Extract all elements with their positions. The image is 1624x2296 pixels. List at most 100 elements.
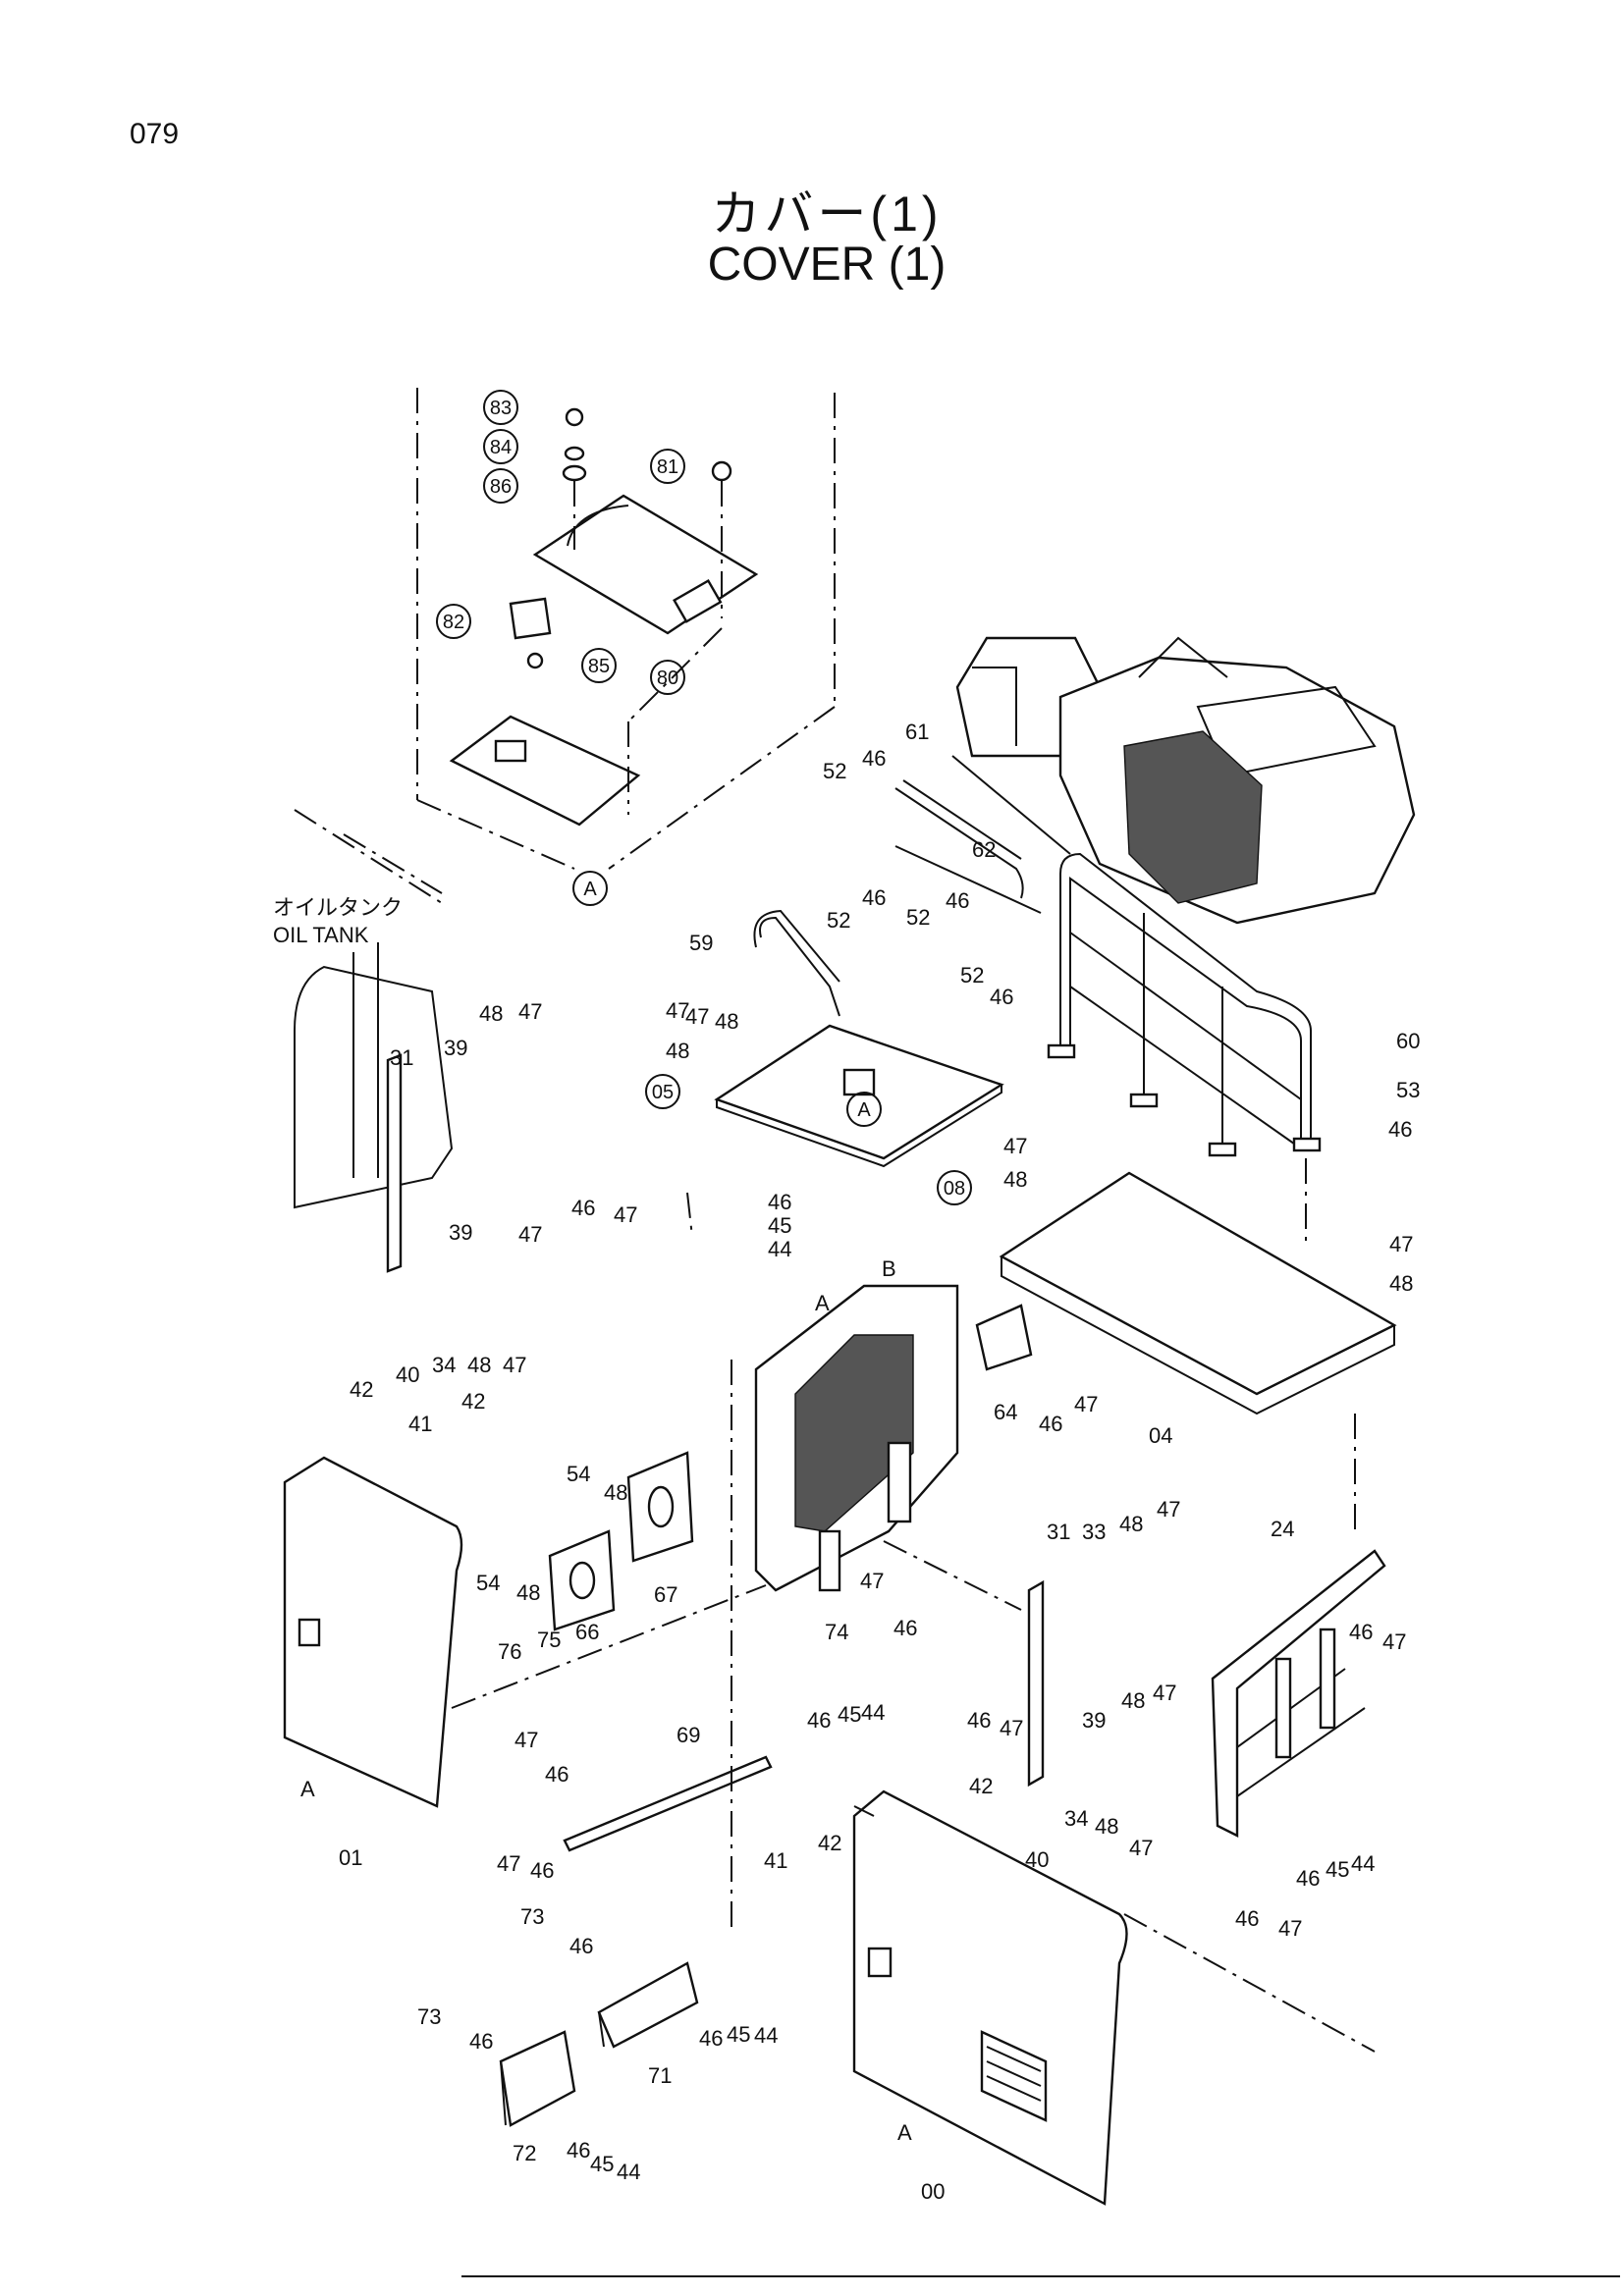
bottom-rule bbox=[461, 2275, 1620, 2277]
part-number-label: 31 bbox=[1047, 1520, 1070, 1544]
part-number-label: 48 bbox=[666, 1039, 689, 1063]
part-number-label: 40 bbox=[396, 1362, 419, 1387]
part-number-label: 47 bbox=[514, 1728, 538, 1752]
part-number-label: A bbox=[300, 1777, 315, 1801]
diagram-artwork bbox=[283, 388, 1416, 2206]
part-number-label: 48 bbox=[1003, 1167, 1027, 1192]
part-number-label: 46 bbox=[768, 1190, 791, 1214]
part-number-label: 41 bbox=[764, 1848, 787, 1873]
part-number-label: 46 bbox=[571, 1196, 595, 1220]
part-number-label: 44 bbox=[754, 2023, 778, 2048]
callout-label: 85 bbox=[588, 656, 610, 677]
part-number-label: 42 bbox=[461, 1389, 485, 1414]
part-number-label: 42 bbox=[969, 1774, 993, 1798]
part-number-label: 46 bbox=[1349, 1620, 1373, 1644]
part-number-label: 33 bbox=[1082, 1520, 1106, 1544]
latch-bracket bbox=[509, 597, 552, 640]
part-number-label: 52 bbox=[960, 963, 984, 988]
part-number-label: 46 bbox=[893, 1616, 917, 1640]
part-number-label: 34 bbox=[1064, 1806, 1088, 1831]
part-number-label: 52 bbox=[823, 759, 846, 783]
part-number-label: 52 bbox=[827, 908, 850, 933]
radiator-grill bbox=[1123, 730, 1263, 904]
block-71 bbox=[597, 1961, 699, 2049]
part-number-label: 48 bbox=[1121, 1688, 1145, 1713]
part-number-label: 54 bbox=[476, 1571, 500, 1595]
part-number-label: 46 bbox=[530, 1858, 554, 1883]
callout-label: 82 bbox=[443, 612, 464, 633]
callout-circle bbox=[650, 449, 685, 484]
part-number-label: 47 bbox=[503, 1353, 526, 1377]
pipe-62 bbox=[894, 845, 1042, 914]
oil-tank bbox=[294, 965, 454, 1209]
part-number-label: 47 bbox=[860, 1569, 884, 1593]
part-number-label: 59 bbox=[689, 931, 713, 955]
part-number-label: 46 bbox=[862, 885, 886, 910]
callout-circle bbox=[483, 429, 518, 464]
oil-tank-label-ja: オイルタンク bbox=[273, 895, 403, 920]
door-00 bbox=[852, 1789, 1128, 2206]
part-number-label: 47 bbox=[1382, 1629, 1406, 1654]
part-number-label: 47 bbox=[1074, 1392, 1098, 1416]
part-number-label: 47 bbox=[666, 998, 689, 1023]
plate-04 bbox=[999, 1171, 1397, 1396]
part-number-label: 73 bbox=[520, 1904, 544, 1929]
part-number-label: 47 bbox=[614, 1202, 637, 1227]
frame-24 bbox=[1211, 1549, 1386, 1838]
callout-circle bbox=[846, 1092, 882, 1127]
title-english: COVER (1) bbox=[707, 239, 947, 291]
part-number-label: 46 bbox=[569, 1934, 593, 1958]
part-number-label: 54 bbox=[567, 1462, 590, 1486]
part-number-label: 46 bbox=[807, 1708, 831, 1733]
part-number-label: 45 bbox=[768, 1213, 791, 1238]
part-number-label: 48 bbox=[467, 1353, 491, 1377]
part-number-label: 42 bbox=[818, 1831, 841, 1855]
hatch-cover bbox=[532, 494, 759, 635]
part-number-label: 48 bbox=[516, 1580, 540, 1605]
callout-circle bbox=[572, 871, 608, 906]
callout-circle bbox=[483, 390, 518, 425]
part-number-label: 74 bbox=[825, 1620, 848, 1644]
part-number-label: 47 bbox=[1129, 1836, 1153, 1860]
page-number: 079 bbox=[130, 118, 180, 150]
part-number-label: 46 bbox=[1235, 1906, 1259, 1931]
pipe-61 bbox=[894, 787, 1024, 899]
part-number-label: 46 bbox=[1296, 1866, 1320, 1891]
part-number-label: 46 bbox=[699, 2026, 723, 2051]
callout-label: A bbox=[857, 1099, 871, 1121]
part-number-label: 47 bbox=[518, 999, 542, 1024]
part-number-label: 46 bbox=[946, 888, 969, 913]
callout-label: 83 bbox=[490, 398, 512, 419]
part-number-label: B bbox=[882, 1256, 896, 1281]
part-number-label: 46 bbox=[967, 1708, 991, 1733]
part-number-label: 45 bbox=[727, 2022, 750, 2047]
part-number-label: 61 bbox=[905, 720, 929, 744]
part-number-label: 47 bbox=[1153, 1681, 1176, 1705]
part-number-label: 47 bbox=[1000, 1716, 1023, 1740]
part-number-label: 46 bbox=[1039, 1412, 1062, 1436]
part-number-label: 71 bbox=[648, 2063, 672, 2088]
callout-circle bbox=[650, 660, 685, 695]
part-number-label: 48 bbox=[715, 1009, 738, 1034]
part-number-label: 39 bbox=[449, 1220, 472, 1245]
callout-circle bbox=[436, 604, 471, 639]
callout-label: 05 bbox=[652, 1082, 674, 1103]
part-number-label: 44 bbox=[768, 1237, 791, 1261]
part-number-label: 47 bbox=[518, 1222, 542, 1247]
part-number-label: A bbox=[897, 2120, 912, 2145]
part-number-label: 01 bbox=[339, 1845, 362, 1870]
part-number-label: 42 bbox=[350, 1377, 373, 1402]
callout-circle bbox=[937, 1170, 972, 1205]
part-number-label: 73 bbox=[417, 2004, 441, 2029]
part-number-label: 46 bbox=[469, 2029, 493, 2054]
part-number-label: 64 bbox=[994, 1400, 1017, 1424]
part-number-label: 46 bbox=[1388, 1117, 1412, 1142]
part-number-label: 44 bbox=[861, 1700, 885, 1725]
part-number-label: 75 bbox=[537, 1628, 561, 1652]
title-japanese: カバー(1) bbox=[711, 187, 943, 241]
callout-label: A bbox=[583, 879, 597, 900]
part-number-label: 41 bbox=[408, 1412, 432, 1436]
part-number-label: 46 bbox=[862, 746, 886, 771]
part-number-label: 47 bbox=[1003, 1134, 1027, 1158]
part-number-label: 04 bbox=[1149, 1423, 1172, 1448]
